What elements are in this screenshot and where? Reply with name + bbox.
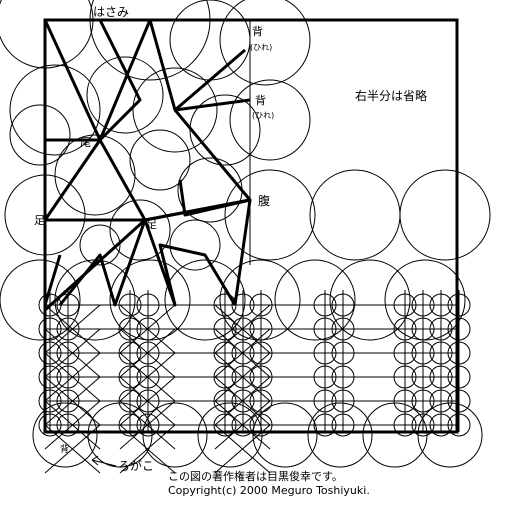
crease-line (58, 219, 147, 307)
crease-line (178, 179, 251, 217)
grid-diagonal-line (119, 352, 176, 402)
flap-circle (224, 169, 316, 261)
grid-diagonal-line (119, 304, 176, 354)
label-bottom-note: ろがこ (118, 458, 154, 473)
edge-circle (307, 402, 373, 468)
label-mid: 足 (146, 218, 157, 231)
label-top-right-2: 背 (255, 93, 266, 107)
edge-circle (197, 402, 263, 468)
paper-square-border (43, 18, 459, 434)
grid-diagonal-line (214, 304, 271, 354)
label-belly: 腹 (258, 194, 270, 208)
copyright-block: この図の著作権者は目黒俊幸です。 Copyright(c) 2000 Megur… (168, 470, 468, 498)
label-left-1: 尾 (80, 136, 91, 149)
grid-diagonal-line (119, 328, 176, 378)
label-left-2: 足 (34, 214, 45, 227)
flap-circle (219, 0, 311, 86)
grid-diagonal-line (214, 352, 271, 402)
label-top-right-1: 背 (252, 24, 263, 38)
label-top-right-1-note: (ひれ) (250, 43, 272, 52)
grid-diagonal-line (214, 328, 271, 378)
copyright-line-jp: この図の著作権者は目黒俊幸です。 (168, 470, 343, 483)
edge-circle (274, 259, 356, 341)
flap-circle (229, 79, 311, 161)
flap-circle (109, 199, 171, 261)
grid-diagonal-line (44, 376, 101, 426)
crease-line (43, 254, 62, 306)
flap-circle (129, 129, 191, 191)
omitted-half-note: 右半分は省略 (355, 88, 427, 103)
flap-circle (86, 56, 164, 134)
edge-circle (329, 259, 411, 341)
copyright-line-en: Copyright(c) 2000 Meguro Toshiyuki. (168, 484, 370, 497)
grid-diagonal-line (44, 304, 101, 354)
crease-line (143, 219, 237, 307)
flap-circle (9, 104, 71, 166)
grid-diagonal-line (44, 352, 101, 402)
crease-line (43, 139, 102, 221)
grid-diagonal-line (119, 400, 176, 450)
flap-circle (54, 134, 136, 216)
flap-circle (9, 64, 101, 156)
edge-circle (252, 402, 318, 468)
label-bottom-small: 背 (60, 443, 69, 455)
edge-circle (164, 259, 246, 341)
grid-diagonal-line (214, 400, 271, 450)
flap-circle (399, 169, 491, 261)
grid-diagonal-line (119, 376, 176, 426)
grid-diagonal-line (214, 376, 271, 426)
grid-diagonal-line (44, 328, 101, 378)
flap-circle (169, 219, 221, 271)
edge-circle (0, 259, 81, 341)
label-top-right-2-note: (ひれ) (252, 111, 274, 120)
crease-line (174, 98, 251, 112)
flap-circle (132, 67, 218, 153)
label-top-left: はさみ (93, 5, 129, 19)
edge-circle (32, 402, 98, 468)
grid-diagonal-line (44, 400, 101, 450)
flap-circle (79, 224, 121, 266)
crease-line (43, 19, 142, 142)
bottom-note-arrow (91, 455, 117, 467)
